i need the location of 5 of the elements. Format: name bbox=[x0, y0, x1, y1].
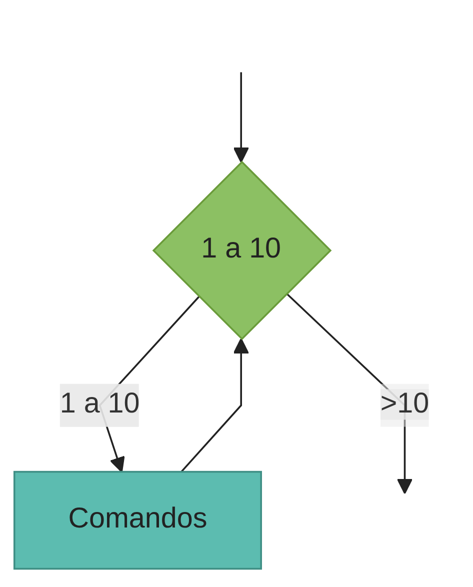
edge-label: >10 bbox=[380, 389, 430, 420]
arrow bbox=[233, 72, 249, 163]
node-diamond: 1 a 10 bbox=[152, 160, 332, 340]
arrow bbox=[180, 338, 249, 472]
node-box: Comandos bbox=[13, 470, 262, 570]
